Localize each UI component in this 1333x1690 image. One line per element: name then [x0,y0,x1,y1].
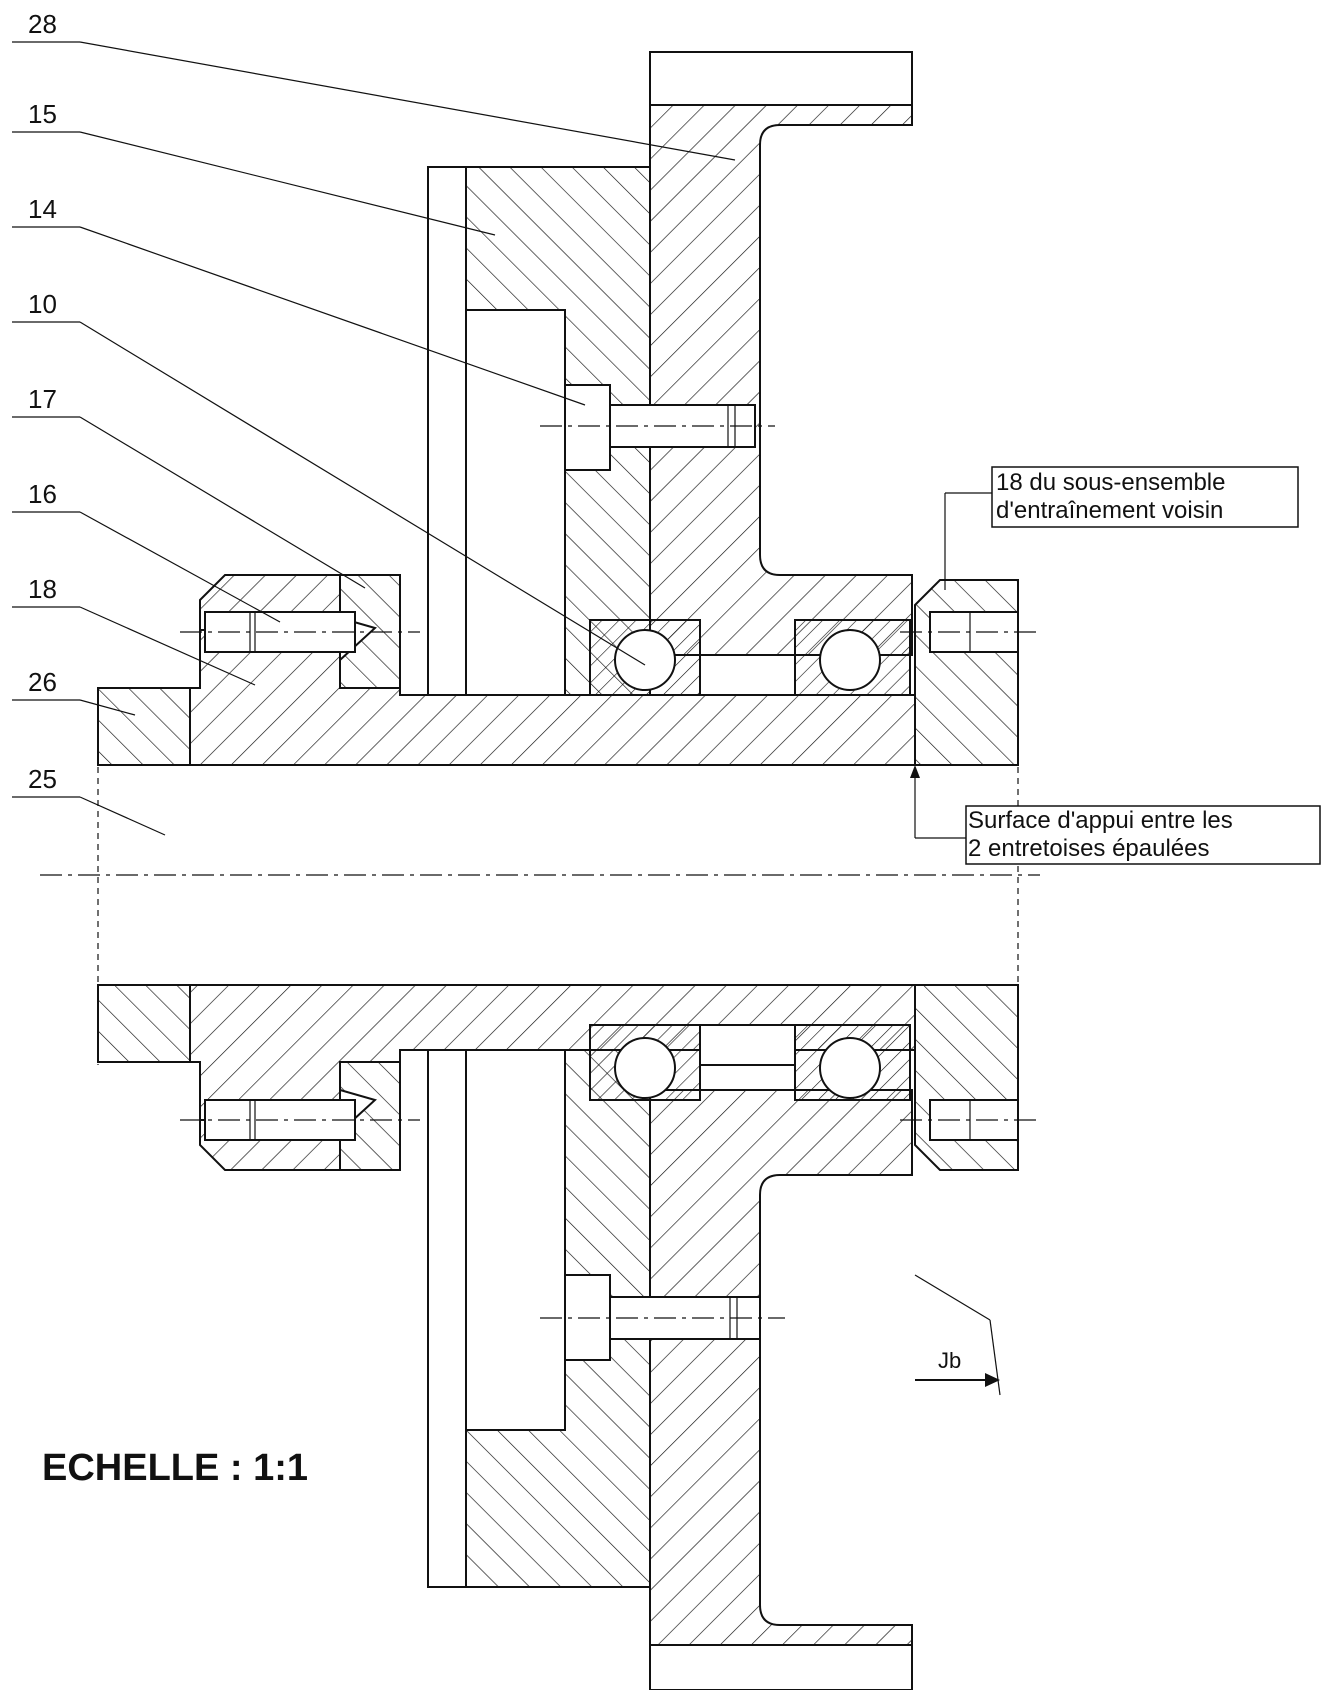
surface-note-line2: 2 entretoises épaulées [968,835,1210,862]
label-26: 26 [28,667,57,697]
label-15: 15 [28,99,57,129]
label-17: 17 [28,384,57,414]
leader-lines [12,41,1001,1396]
wheel-28 [649,51,913,1690]
label-10: 10 [28,289,57,319]
surface-note-line1: Surface d'appui entre les [968,807,1233,834]
neighbor-spacer-18 [900,579,1040,1171]
gap-label-jb: Jb [938,1348,961,1373]
label-18: 18 [28,574,57,604]
label-28: 28 [28,9,57,39]
screw-16 [180,611,420,1141]
label-16: 16 [28,479,57,509]
label-14: 14 [28,194,57,224]
countersunk-piece-17 [339,574,401,1171]
neighbor-note: 18 du sous-ensemble d'entraînement voisi… [991,466,1299,528]
label-25: 25 [28,764,57,794]
hub-15 [426,166,651,1588]
screw-14 [540,384,785,1361]
neighbor-note-line1: 18 du sous-ensemble [996,469,1225,496]
surface-note: Surface d'appui entre les 2 entretoises … [965,805,1321,865]
spacer-26 [97,687,191,1063]
neighbor-note-line2: d'entraînement voisin [996,497,1223,524]
bearing-10 [589,619,911,1101]
scale-text: ECHELLE : 1:1 [42,1447,308,1489]
